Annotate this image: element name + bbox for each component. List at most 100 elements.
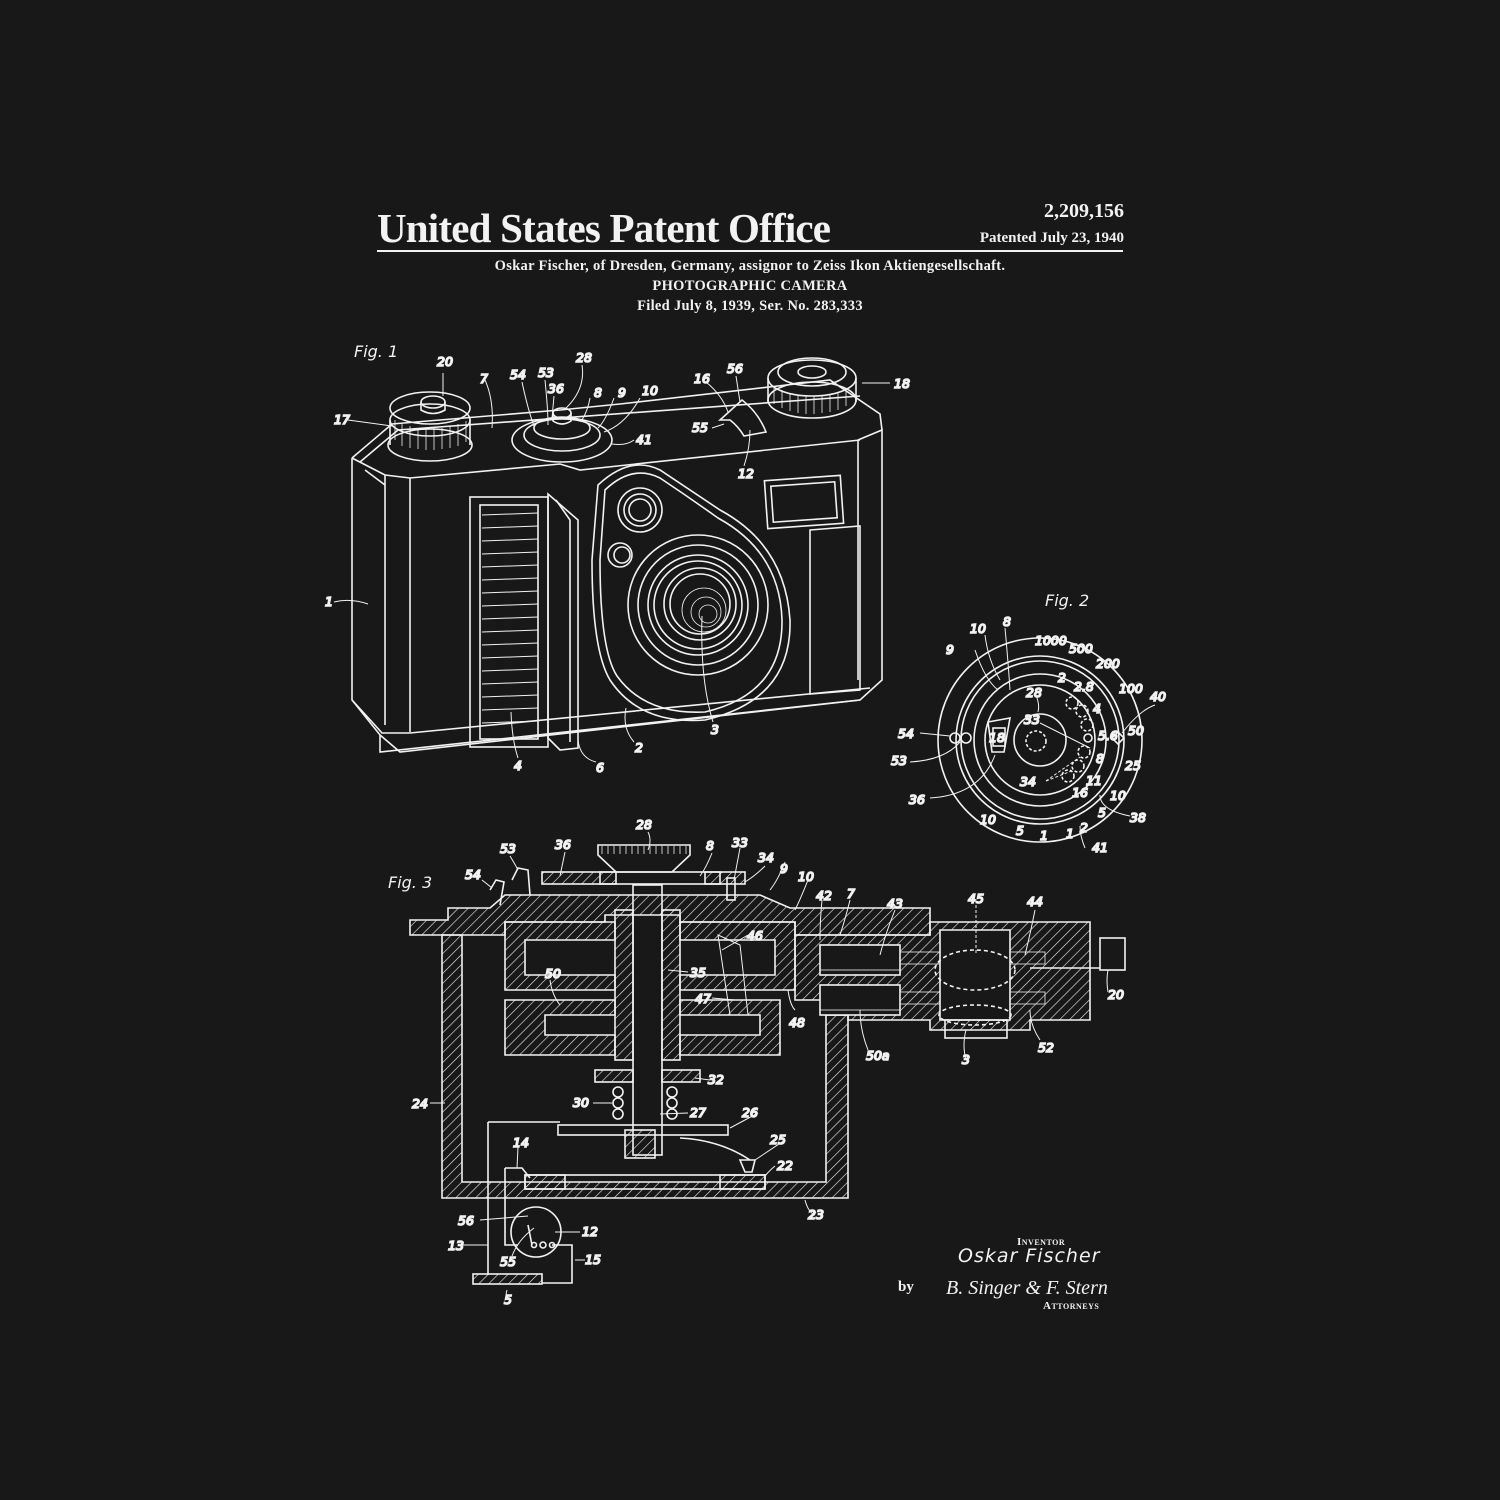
svg-text:14: 14: [513, 1135, 529, 1150]
svg-text:8: 8: [1096, 751, 1104, 766]
svg-text:7: 7: [480, 371, 488, 386]
svg-text:2: 2: [1080, 820, 1088, 835]
svg-text:4: 4: [1093, 701, 1101, 716]
svg-text:32: 32: [708, 1072, 724, 1087]
svg-text:33: 33: [732, 835, 748, 850]
svg-text:36: 36: [555, 837, 571, 852]
svg-text:41: 41: [636, 432, 652, 447]
svg-text:5: 5: [1016, 823, 1024, 838]
patent-number: 2,209,156: [1044, 200, 1124, 222]
svg-text:54: 54: [465, 867, 481, 882]
svg-text:34: 34: [1020, 774, 1036, 789]
svg-text:3: 3: [962, 1052, 970, 1067]
patented-date: Patented July 23, 1940: [979, 230, 1124, 246]
svg-text:9: 9: [946, 642, 954, 657]
svg-text:44: 44: [1027, 894, 1043, 909]
svg-text:53: 53: [538, 365, 554, 380]
filing-line: Filed July 8, 1939, Ser. No. 283,333: [637, 298, 863, 314]
svg-text:33: 33: [1024, 712, 1040, 727]
fig3-label: Fig. 3: [388, 873, 433, 892]
svg-text:54: 54: [510, 367, 526, 382]
svg-text:34: 34: [758, 850, 774, 865]
office-title: United States Patent Office: [377, 205, 831, 251]
svg-text:40: 40: [1150, 689, 1166, 704]
svg-text:8: 8: [594, 385, 602, 400]
svg-text:10: 10: [970, 621, 986, 636]
svg-text:12: 12: [738, 466, 754, 481]
svg-text:5.6: 5.6: [1098, 728, 1118, 743]
fig3-section-drawing: [409, 831, 1126, 1301]
svg-text:2: 2: [635, 740, 643, 755]
fig2-label: Fig. 2: [1045, 591, 1090, 610]
svg-text:8: 8: [706, 838, 714, 853]
svg-text:36: 36: [909, 792, 925, 807]
svg-text:18: 18: [894, 376, 910, 391]
svg-text:26: 26: [742, 1105, 758, 1120]
svg-text:9: 9: [618, 385, 626, 400]
svg-text:20: 20: [1108, 987, 1124, 1002]
svg-text:10: 10: [642, 383, 658, 398]
svg-text:35: 35: [690, 965, 706, 980]
invention-title: PHOTOGRAPHIC CAMERA: [652, 278, 848, 294]
svg-text:28: 28: [576, 350, 592, 365]
svg-text:38: 38: [1130, 810, 1146, 825]
svg-text:5: 5: [1098, 805, 1106, 820]
svg-text:3: 3: [711, 722, 719, 737]
svg-text:50: 50: [545, 966, 561, 981]
svg-text:53: 53: [500, 841, 516, 856]
svg-text:17: 17: [334, 412, 350, 427]
svg-text:24: 24: [412, 1096, 428, 1111]
svg-text:12: 12: [582, 1224, 598, 1239]
svg-text:53: 53: [891, 753, 907, 768]
svg-text:55: 55: [500, 1254, 516, 1269]
inventor-line: Oskar Fischer, of Dresden, Germany, assi…: [494, 258, 1006, 274]
svg-text:42: 42: [816, 888, 832, 903]
svg-text:4: 4: [514, 758, 522, 773]
svg-text:1: 1: [1040, 828, 1048, 843]
svg-text:2: 2: [1058, 670, 1066, 685]
svg-text:18: 18: [989, 730, 1005, 745]
svg-text:55: 55: [692, 420, 708, 435]
svg-text:54: 54: [898, 726, 914, 741]
svg-text:13: 13: [448, 1238, 464, 1253]
svg-text:16: 16: [694, 371, 710, 386]
svg-text:50a: 50a: [866, 1048, 890, 1063]
svg-text:52: 52: [1038, 1040, 1054, 1055]
svg-text:20: 20: [437, 354, 453, 369]
svg-text:46: 46: [747, 928, 763, 943]
svg-text:1: 1: [1066, 826, 1074, 841]
svg-text:9: 9: [780, 861, 788, 876]
svg-text:47: 47: [695, 991, 711, 1006]
svg-text:1000: 1000: [1035, 633, 1067, 648]
by-label: by: [898, 1279, 914, 1295]
svg-text:8: 8: [1003, 614, 1011, 629]
fig2-dial-drawing: [909, 627, 1156, 849]
fig1-camera-drawing: [333, 357, 890, 763]
svg-text:36: 36: [548, 381, 564, 396]
svg-text:2.8: 2.8: [1074, 679, 1094, 694]
svg-text:100: 100: [1119, 681, 1143, 696]
header-rule: [377, 250, 1123, 252]
svg-text:7: 7: [847, 886, 855, 901]
svg-text:5: 5: [504, 1292, 512, 1307]
svg-text:23: 23: [808, 1207, 824, 1222]
svg-text:500: 500: [1069, 641, 1093, 656]
svg-text:45: 45: [968, 891, 984, 906]
svg-text:30: 30: [573, 1095, 589, 1110]
svg-text:48: 48: [789, 1015, 805, 1030]
svg-text:10: 10: [798, 869, 814, 884]
svg-text:27: 27: [690, 1105, 706, 1120]
svg-text:11: 11: [1086, 773, 1102, 788]
svg-text:43: 43: [887, 896, 903, 911]
fig1-label: Fig. 1: [354, 342, 399, 361]
svg-text:10: 10: [980, 812, 996, 827]
svg-text:1: 1: [325, 594, 333, 609]
svg-text:15: 15: [585, 1252, 601, 1267]
svg-text:41: 41: [1092, 840, 1108, 855]
svg-text:25: 25: [1125, 758, 1141, 773]
svg-text:22: 22: [777, 1158, 793, 1173]
svg-text:10: 10: [1110, 788, 1126, 803]
